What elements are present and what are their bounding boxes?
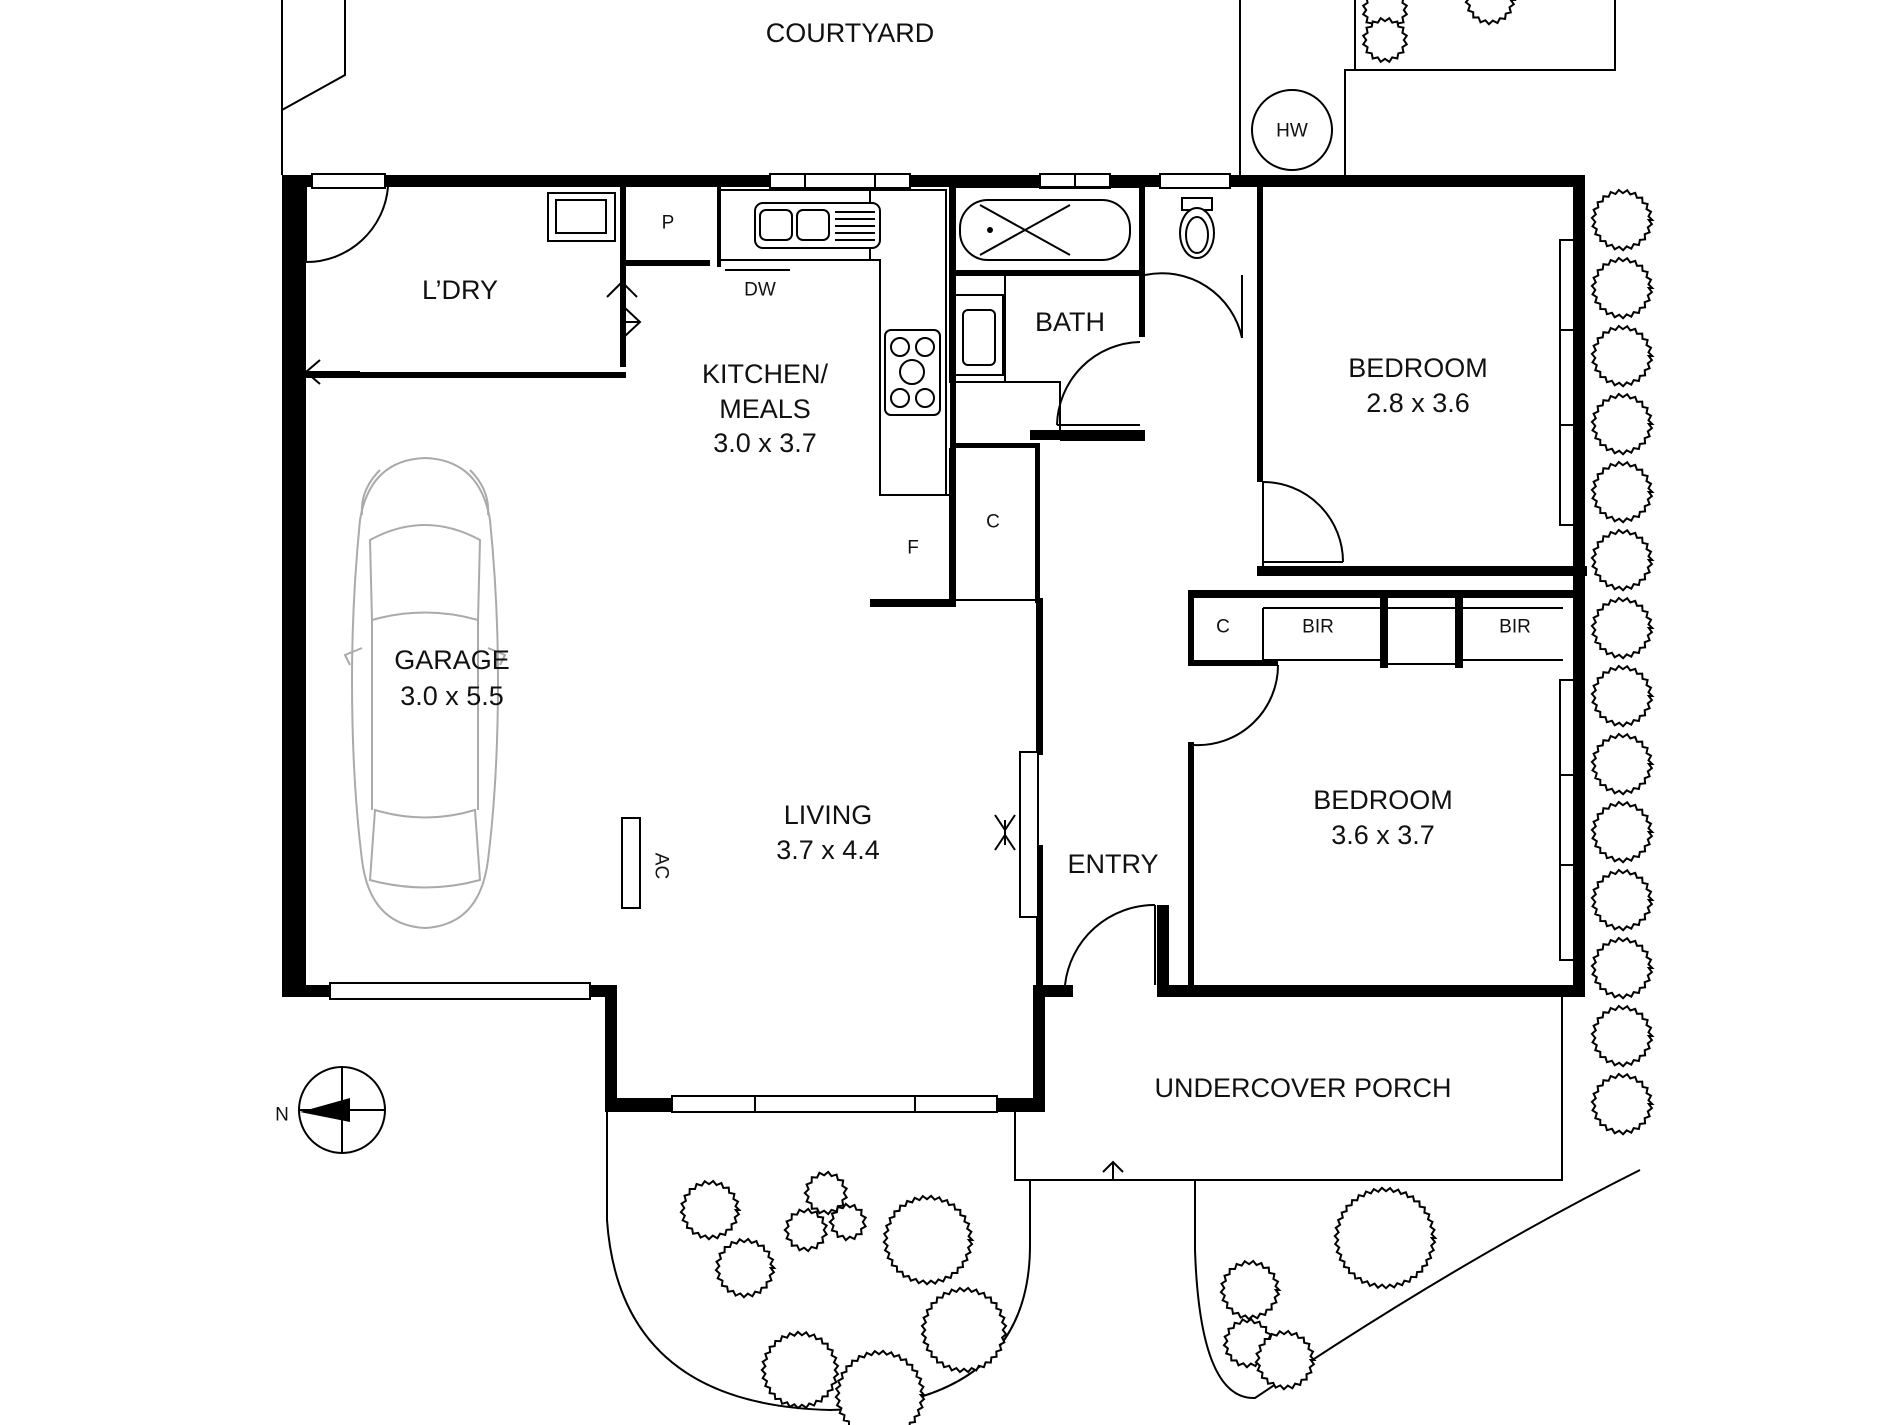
kitchen-sink [754, 202, 881, 249]
shrub [714, 1237, 777, 1299]
north-compass: N [275, 1066, 386, 1154]
interior-walls [295, 187, 1587, 985]
air-conditioner [621, 817, 641, 909]
north-arrow-icon [300, 1098, 350, 1122]
sliding-door-arrows [304, 280, 1124, 1180]
bir1-label: BIR [1302, 617, 1334, 638]
bathtub [959, 199, 1131, 261]
shrub [882, 1194, 975, 1286]
hot-water-unit [1251, 89, 1333, 171]
kitchen-dimensions: 3.0 x 3.7 [713, 428, 817, 458]
kitchen-label-line1: KITCHEN/ [702, 359, 829, 389]
pantry-label: P [662, 213, 675, 234]
bir2-label: BIR [1499, 617, 1531, 638]
shrub [1254, 1329, 1317, 1391]
car-outline [343, 456, 507, 930]
bath-label: BATH [1035, 307, 1105, 337]
living-label: LIVING [784, 800, 873, 830]
garage-dimensions: 3.0 x 5.5 [400, 681, 504, 711]
kitchen-label-line2: MEALS [719, 394, 811, 424]
shrub [783, 1207, 829, 1253]
shrub [1333, 1186, 1438, 1290]
shrub [1590, 528, 1655, 592]
entry-label: ENTRY [1067, 849, 1158, 879]
hot-water-label: HW [1276, 121, 1308, 142]
bedroom2-dimensions: 3.6 x 3.7 [1331, 820, 1435, 850]
shrub [1219, 1259, 1282, 1321]
shrub [1590, 936, 1655, 1000]
shrub [1590, 868, 1655, 932]
shrub [1590, 800, 1655, 864]
shrub [834, 1349, 927, 1425]
fridge-label: F [907, 538, 919, 559]
bedroom1-dimensions: 2.8 x 3.6 [1366, 388, 1470, 418]
porch-label: UNDERCOVER PORCH [1154, 1073, 1451, 1103]
room-labels: COURTYARD HW L’DRY P DW KITCHEN/ MEALS 3… [394, 18, 1531, 1103]
north-label: N [275, 1105, 289, 1126]
hall-cupboard-label: C [986, 512, 1000, 533]
shrub [1590, 1004, 1655, 1068]
fixtures [547, 186, 1563, 909]
hedge-shrubs [1361, 0, 1655, 1136]
shrub [920, 1286, 1008, 1374]
doors [305, 186, 1344, 986]
shrub [1590, 664, 1655, 728]
shrub [1590, 1072, 1655, 1136]
shrub [1361, 16, 1409, 64]
bedroom-cupboard-label: C [1216, 617, 1230, 638]
shrub [828, 1202, 868, 1242]
cooktop [884, 329, 941, 416]
shrub [1464, 0, 1517, 26]
bedroom1-label: BEDROOM [1348, 353, 1488, 383]
shrub [1590, 256, 1655, 320]
shrub [1590, 188, 1655, 252]
shrub [1590, 324, 1655, 388]
bedroom2-label: BEDROOM [1313, 785, 1453, 815]
garden-shrubs [679, 1170, 1438, 1425]
garage-label: GARAGE [394, 645, 510, 675]
shrub [1590, 460, 1655, 524]
windows [311, 173, 1575, 1113]
shrub [679, 1179, 742, 1241]
porch-outline [1014, 997, 1563, 1181]
air-con-label: AC [651, 853, 672, 879]
shrub [1590, 732, 1655, 796]
shrub [1590, 596, 1655, 660]
living-dimensions: 3.7 x 4.4 [776, 835, 880, 865]
shrub [1590, 392, 1655, 456]
shrub [760, 1330, 840, 1410]
laundry-label: L’DRY [422, 275, 498, 305]
courtyard-boundary [281, 0, 1616, 175]
courtyard-label: COURTYARD [766, 18, 935, 48]
dishwasher-label: DW [744, 280, 776, 301]
